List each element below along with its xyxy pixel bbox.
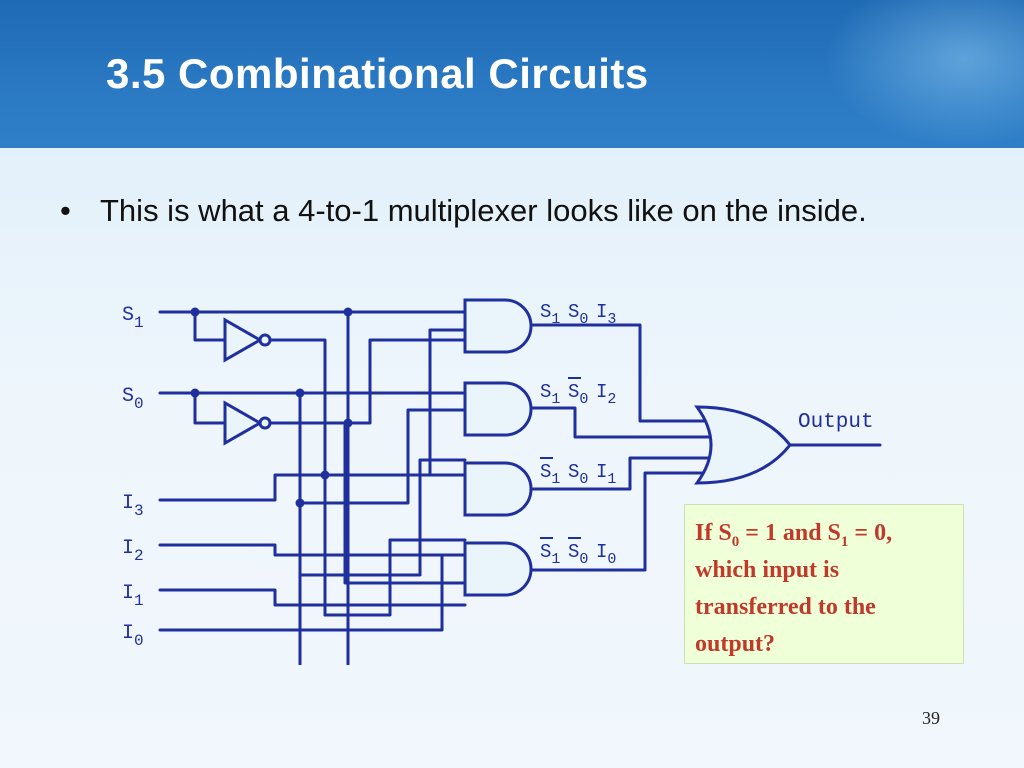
- svg-text:S1: S1: [540, 381, 560, 408]
- svg-text:S0: S0: [568, 541, 588, 568]
- bus-s0-branch: [298, 408, 467, 505]
- callout-sub-2: 1: [840, 533, 849, 550]
- junction-dot: [190, 388, 200, 398]
- bus-s0-gate3: [298, 458, 467, 577]
- bullet-marker: •: [60, 193, 71, 228]
- callout-text-2: = 1 and S: [739, 520, 841, 546]
- bullet-text: This is what a 4-to-1 multiplexer looks …: [100, 193, 867, 228]
- svg-text:S0: S0: [568, 461, 588, 488]
- or-gate: [694, 405, 792, 485]
- circuit-wires: [158, 310, 882, 665]
- input-label: I1: [122, 582, 144, 610]
- svg-text:S1: S1: [540, 541, 560, 568]
- svg-text:I1: I1: [596, 461, 616, 488]
- and-gate: [463, 461, 533, 517]
- callout-text-1: If S: [695, 520, 732, 546]
- output-label: Output: [798, 411, 874, 434]
- svg-text:I2: I2: [596, 381, 616, 408]
- title-bar: 3.5 Combinational Circuits: [0, 0, 1024, 148]
- slide-number: 39: [922, 708, 940, 728]
- wire-and2-out: [530, 406, 712, 439]
- question-callout: If S0 = 1 and S1 = 0, which input is tra…: [684, 504, 964, 664]
- wire-i1: [158, 588, 467, 607]
- wire-and1-out: [530, 323, 707, 423]
- and-gate: [463, 381, 533, 437]
- gate-term-label: S1 S0 I1: [540, 457, 616, 488]
- junction-dot: [320, 470, 330, 480]
- junction-dot: [295, 498, 305, 508]
- logic-gates: [223, 298, 792, 597]
- wire-i2: [158, 543, 467, 557]
- junction-dot: [295, 388, 305, 398]
- input-label: I3: [122, 492, 144, 520]
- bus-s1: [346, 310, 467, 395]
- and-gate: [463, 541, 533, 597]
- junction-dot: [190, 307, 200, 317]
- svg-text:S0: S0: [568, 381, 588, 408]
- decorative-streak: [824, 0, 1024, 148]
- gate-term-label: S1 S0 I0: [540, 537, 616, 568]
- svg-text:I0: I0: [596, 541, 616, 568]
- input-label: S0: [122, 385, 144, 413]
- not-gate: [223, 317, 272, 363]
- callout-sub-1: 0: [731, 533, 740, 550]
- bus-s0bar-gate2: [343, 338, 467, 425]
- input-label: I0: [122, 622, 144, 650]
- callout-text-3: = 0, which input is transferred to the o…: [695, 520, 893, 657]
- bus-s1bar-branch: [323, 328, 467, 477]
- and-gate: [463, 298, 533, 354]
- slide-title: 3.5 Combinational Circuits: [106, 50, 649, 97]
- wire-and3-out: [530, 456, 712, 491]
- wire-and4-out: [530, 471, 707, 572]
- gate-term-label: S1 S0 I2: [540, 377, 616, 408]
- wire-s1bar: [268, 338, 327, 617]
- wire-junctions: [190, 307, 353, 508]
- content-background: [0, 148, 1024, 768]
- junction-dot: [343, 418, 353, 428]
- junction-dot: [343, 307, 353, 317]
- input-label: I2: [122, 537, 144, 565]
- svg-text:S1: S1: [540, 461, 560, 488]
- input-label: S1: [122, 304, 144, 332]
- bus-gate4-s1bar: [323, 538, 467, 617]
- wire-s0-inv-tap: [193, 391, 227, 425]
- not-gate: [223, 400, 272, 446]
- wire-s1-inv-tap: [193, 310, 227, 342]
